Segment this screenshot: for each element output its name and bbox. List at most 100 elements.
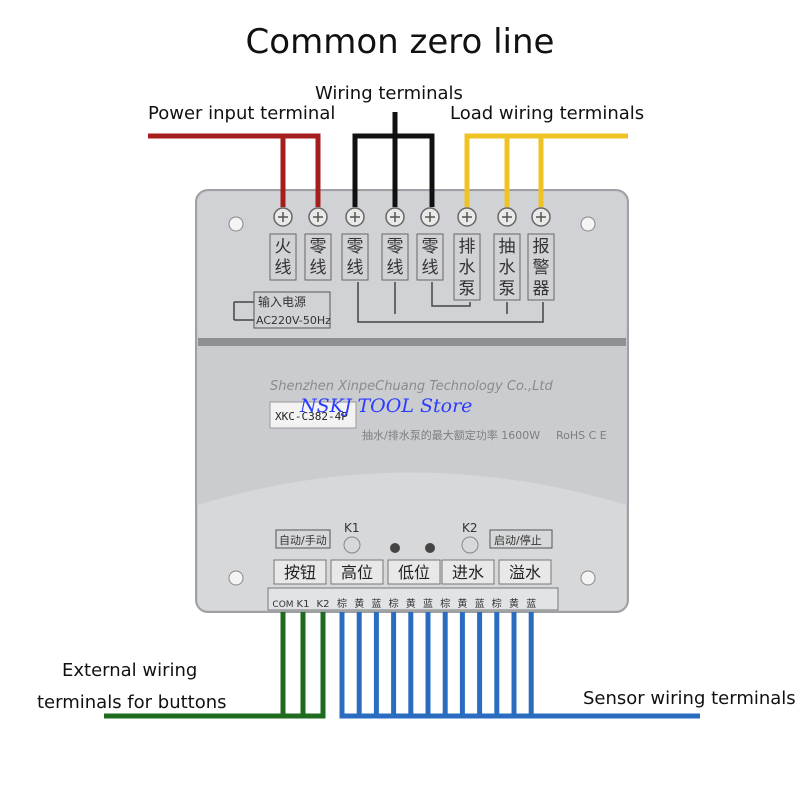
terminal-label-char: 零 — [310, 237, 327, 257]
group-label-box — [330, 559, 384, 585]
screw-slot — [390, 212, 400, 222]
mounting-hole — [580, 216, 596, 232]
group-label: 溢水 — [509, 563, 541, 582]
power-wire-red — [148, 133, 321, 207]
screw-slot — [350, 212, 360, 222]
terminal-label-char: 火 — [275, 237, 292, 257]
wiring-terminals-label: Wiring terminals — [315, 83, 463, 104]
terminal-label-box — [381, 233, 409, 281]
sensor-wire-blue — [442, 612, 463, 719]
diagram-title: Common zero line — [245, 22, 555, 62]
terminal-label-box — [304, 233, 332, 281]
sensor-wire-blue — [339, 612, 360, 719]
sensor-wire-blue — [391, 612, 411, 719]
sensor-pin-label: 黄 — [406, 597, 416, 610]
terminal-label-char: 泵 — [459, 279, 476, 299]
button-wire-green — [283, 612, 306, 719]
rating-text: 抽水/排水泵的最大额定功率 1600W — [362, 428, 540, 442]
group-label-box — [498, 559, 552, 585]
terminal-label-box — [453, 233, 481, 301]
button-pin-label: K1 — [297, 599, 310, 610]
start-stop-box — [489, 529, 553, 549]
button-wire-green — [283, 612, 326, 719]
terminal-label-box — [269, 233, 297, 281]
terminal-label-char: 零 — [422, 237, 439, 257]
sensor-pin-label: 蓝 — [371, 598, 381, 610]
sensor-wire-blue — [425, 612, 446, 719]
sensor-pin-label: 蓝 — [423, 598, 433, 610]
sensor-wire-blue — [511, 612, 532, 719]
board-top-section — [198, 192, 626, 342]
sensor-pin-label: 蓝 — [475, 598, 485, 610]
terminal-label-box — [527, 233, 555, 301]
external-wiring-label-line2: terminals for buttons — [37, 692, 227, 713]
group-label: 高位 — [341, 563, 373, 582]
sensor-pin-label: 棕 — [492, 597, 502, 610]
screw-slot — [502, 212, 512, 222]
indicator-led — [390, 543, 400, 553]
start-stop-label: 启动/停止 — [494, 533, 542, 547]
sensor-pin-label: 黄 — [509, 597, 519, 610]
terminal-label-box — [341, 233, 369, 281]
zero-wire-black — [352, 133, 435, 207]
sensor-wire-blue — [459, 612, 480, 719]
board-divider — [198, 338, 626, 346]
terminal-label-char: 线 — [275, 258, 292, 278]
load-wiring-terminals-label: Load wiring terminals — [450, 103, 645, 124]
sensor-pin-label: 棕 — [337, 597, 347, 610]
sensor-wiring-terminals-label: Sensor wiring terminals — [583, 688, 796, 709]
bottom-terminal-block — [267, 587, 559, 611]
terminal-label-char: 零 — [347, 237, 364, 257]
sensor-wire-blue — [477, 612, 497, 719]
k1-button — [343, 536, 361, 554]
terminal-label-char: 线 — [422, 258, 439, 278]
sensor-pin-label: 蓝 — [526, 598, 536, 610]
group-label: 按钮 — [284, 563, 316, 582]
external-wiring-label-line1: External wiring — [62, 660, 198, 681]
screw-slot — [278, 212, 288, 222]
power-input-terminal-label: Power input terminal — [148, 103, 336, 124]
load-wire-yellow — [464, 133, 628, 207]
mounting-hole — [228, 216, 244, 232]
group-label-box — [441, 559, 495, 585]
terminal-label-char: 抽 — [499, 237, 516, 257]
button-pin-label: COM — [272, 600, 293, 610]
terminal-label-char: 线 — [387, 258, 404, 278]
cert-marks: RoHS C E — [556, 429, 607, 442]
sensor-pin-label: 棕 — [389, 597, 399, 610]
terminal-label-char: 泵 — [499, 279, 516, 299]
sensor-wire-blue — [408, 612, 428, 719]
group-label-box — [387, 559, 441, 585]
group-label-box — [273, 559, 327, 585]
terminal-label-char: 水 — [499, 258, 516, 278]
terminal-label-char: 零 — [387, 237, 404, 257]
terminal-label-char: 警 — [533, 258, 550, 278]
group-label: 低位 — [398, 563, 430, 582]
zero-bus-lines — [357, 282, 544, 323]
model-number: XKC-C382-4P — [275, 410, 348, 423]
screw-slot — [425, 212, 435, 222]
sensor-group-labels: 按钮高位低位进水溢水 — [273, 559, 552, 585]
sensor-wire-blue — [373, 612, 394, 719]
terminal-label-char: 水 — [459, 258, 476, 278]
sensor-wire-blue — [356, 612, 377, 719]
sensor-pin-label: 黄 — [354, 597, 364, 610]
terminal-label-char: 报 — [533, 237, 550, 257]
model-box — [269, 401, 357, 429]
terminal-label-char: 线 — [347, 258, 364, 278]
indicator-led — [425, 543, 435, 553]
mounting-hole — [228, 570, 244, 586]
power-label-cn: 输入电源 — [258, 294, 306, 309]
terminal-label-char: 排 — [459, 237, 476, 257]
mounting-hole — [580, 570, 596, 586]
sensor-pin-label: 棕 — [440, 597, 450, 610]
k2-button — [461, 536, 479, 554]
terminal-label-box — [493, 233, 521, 301]
sensor-pin-label: 黄 — [457, 597, 467, 610]
sensor-wire-blue — [494, 612, 514, 719]
